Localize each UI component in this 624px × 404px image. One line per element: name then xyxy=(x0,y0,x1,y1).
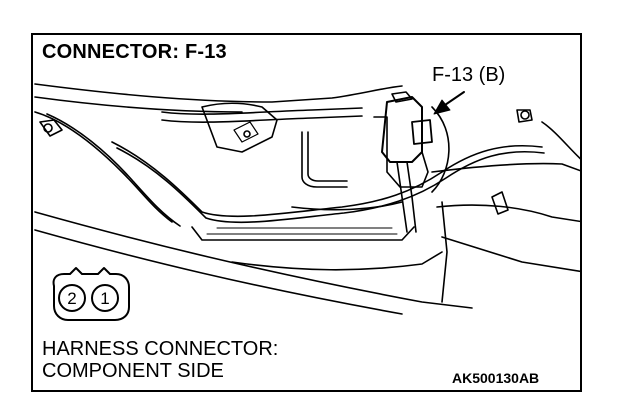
diagram-frame: 2 1 xyxy=(31,33,582,392)
right-bolt xyxy=(516,109,533,123)
solenoid-cap xyxy=(391,91,413,103)
pin-2-label: 2 xyxy=(67,289,76,308)
solenoid-body xyxy=(381,96,423,163)
pipe-upper-2 xyxy=(161,115,363,123)
right-flange xyxy=(541,121,580,160)
connector-callout-label: F-13 (B) xyxy=(430,64,508,87)
lower-cover xyxy=(191,226,415,241)
harness-caption-line-2: COMPONENT SIDE xyxy=(42,360,224,382)
figure-code: AK500130AB xyxy=(452,370,540,386)
harness-connector-caption: HARNESS CONNECTOR: COMPONENT SIDE xyxy=(42,338,278,382)
cover-bottom xyxy=(231,251,443,271)
engine-bay-illustration: 2 1 xyxy=(34,83,580,321)
lower-cover-ribs xyxy=(206,227,398,235)
harness-cable-main xyxy=(111,141,543,218)
harness-loop xyxy=(431,106,450,193)
pin-2 xyxy=(58,284,86,312)
callout-arrow-head xyxy=(433,99,451,115)
pin-1-label: 1 xyxy=(100,289,109,308)
solenoid-hose-2 xyxy=(406,161,417,233)
right-housing xyxy=(431,162,580,173)
body-panel-edge xyxy=(34,96,243,113)
solenoid-connector xyxy=(411,119,433,145)
diagonal-member xyxy=(34,211,473,309)
diagonal-member-lower xyxy=(34,229,403,315)
harness-cable-main-2 xyxy=(116,147,545,224)
cover-side xyxy=(441,201,448,303)
harness-lower xyxy=(291,201,403,211)
body-panel-outline xyxy=(34,83,403,103)
bolt-right xyxy=(520,110,530,120)
pin-1 xyxy=(91,284,119,312)
left-strut-inner xyxy=(46,113,181,227)
harness-cable-branch xyxy=(301,131,348,188)
bolt-center xyxy=(243,130,251,138)
connector-title: CONNECTOR: F-13 xyxy=(42,41,227,63)
pipe-upper xyxy=(161,107,363,115)
harness-clip xyxy=(491,191,509,215)
left-strut xyxy=(34,111,173,223)
harness-connector-icon xyxy=(52,267,130,321)
right-lower-edge xyxy=(441,236,580,273)
right-housing-lower xyxy=(436,204,580,223)
bolt-left xyxy=(43,123,53,133)
solenoid-hose xyxy=(396,161,408,233)
central-bracket-detail xyxy=(233,121,259,143)
harness-caption-line-1: HARNESS CONNECTOR: xyxy=(42,338,279,360)
harness-cable-branch-2 xyxy=(307,131,348,182)
central-bracket xyxy=(201,102,278,153)
